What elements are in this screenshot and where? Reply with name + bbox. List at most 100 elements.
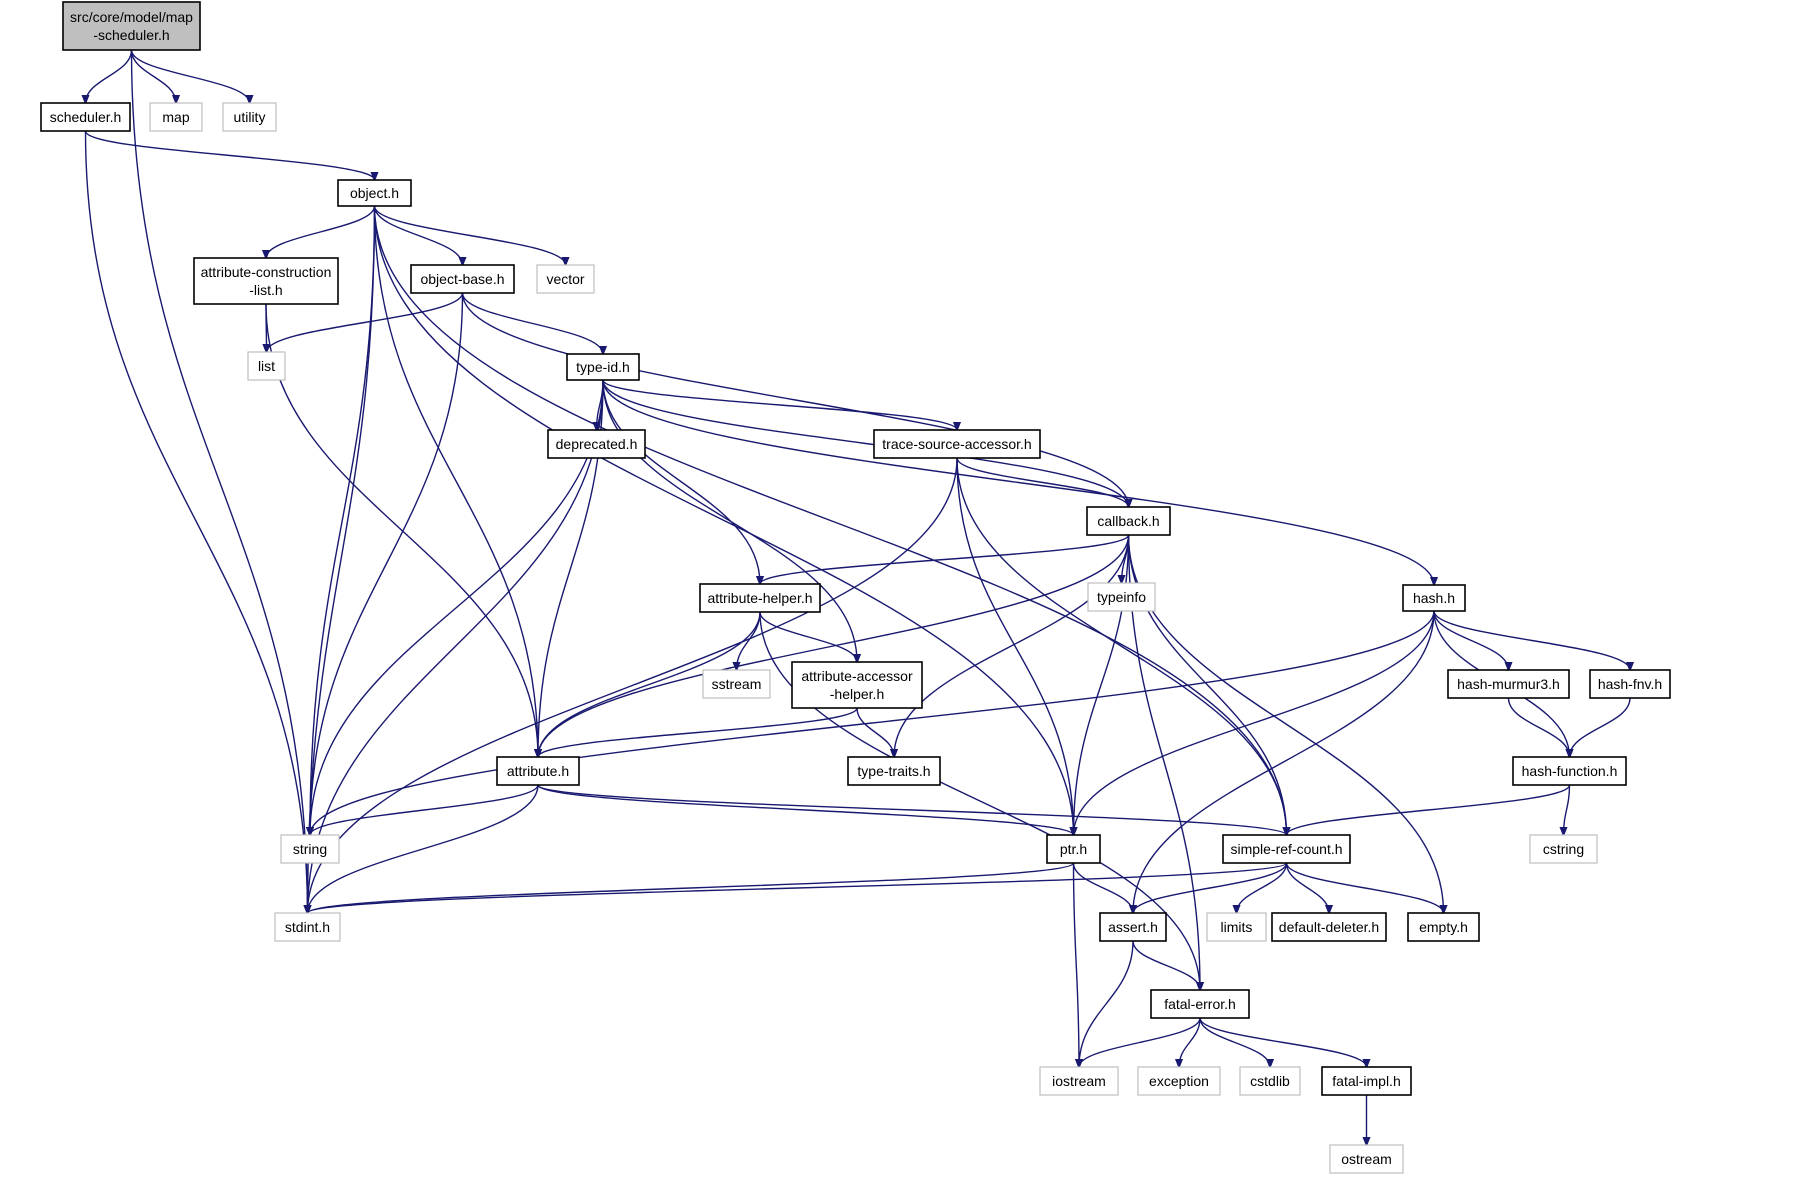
edge-hash-fnv-to-hash-function — [1570, 697, 1631, 757]
node-box-cstring — [1529, 834, 1598, 864]
node-box-deprecated — [547, 429, 646, 459]
node-label-object: object.h — [350, 185, 399, 201]
node-label-attribute-accessor-helper: attribute-accessor — [801, 668, 913, 684]
edge-hash-to-assert — [1133, 610, 1435, 913]
node-assert[interactable]: assert.h — [1099, 912, 1167, 942]
node-box-map-scheduler — [62, 1, 201, 51]
edge-callback-to-attribute — [538, 534, 1130, 757]
node-hash-function[interactable]: hash-function.h — [1512, 756, 1627, 786]
node-label-fatal-impl: fatal-impl.h — [1332, 1073, 1400, 1089]
node-box-fatal-error — [1150, 989, 1250, 1019]
edge-type-id-to-attribute-accessor-helper — [602, 379, 857, 662]
node-label-simple-ref-count: simple-ref-count.h — [1230, 841, 1342, 857]
node-box-object — [337, 179, 412, 207]
node-attribute[interactable]: attribute.h — [496, 756, 580, 786]
node-map: map — [149, 102, 203, 132]
node-hash[interactable]: hash.h — [1402, 584, 1466, 612]
node-label-empty: empty.h — [1419, 919, 1468, 935]
edge-object-to-ptr — [373, 205, 1074, 835]
node-label-typeinfo: typeinfo — [1097, 589, 1146, 605]
node-label-hash: hash.h — [1413, 590, 1455, 606]
node-object-base[interactable]: object-base.h — [410, 264, 515, 294]
node-default-deleter[interactable]: default-deleter.h — [1271, 912, 1387, 942]
edge-simple-ref-count-to-stdint — [308, 862, 1288, 913]
node-label-attr-construction-list: -list.h — [249, 282, 282, 298]
edge-object-base-to-type-id — [461, 292, 604, 354]
node-deprecated[interactable]: deprecated.h — [547, 429, 646, 459]
node-sstream: sstream — [702, 669, 771, 699]
node-cstring: cstring — [1529, 834, 1598, 864]
edge-type-id-to-trace-source-accessor — [602, 379, 957, 430]
node-cstdlib: cstdlib — [1239, 1066, 1301, 1096]
node-label-cstdlib: cstdlib — [1250, 1073, 1290, 1089]
node-attribute-accessor-helper[interactable]: attribute-accessor-helper.h — [791, 661, 923, 709]
node-label-stdint: stdint.h — [285, 919, 330, 935]
node-box-callback — [1086, 506, 1171, 536]
edge-attribute-to-ptr — [537, 784, 1074, 835]
node-type-traits[interactable]: type-traits.h — [847, 756, 941, 786]
node-box-empty — [1407, 912, 1480, 942]
node-label-object-base: object-base.h — [420, 271, 504, 287]
node-box-attribute-accessor-helper — [791, 661, 923, 709]
node-label-utility: utility — [234, 109, 266, 125]
edge-attribute-helper-to-attribute-accessor-helper — [759, 611, 857, 662]
edge-map-scheduler-to-stdint — [130, 49, 308, 913]
node-trace-source-accessor[interactable]: trace-source-accessor.h — [873, 429, 1041, 459]
node-fatal-impl[interactable]: fatal-impl.h — [1321, 1066, 1412, 1096]
edge-object-base-to-string — [310, 292, 464, 835]
node-fatal-error[interactable]: fatal-error.h — [1150, 989, 1250, 1019]
edge-object-to-object-base — [373, 205, 463, 265]
node-scheduler[interactable]: scheduler.h — [40, 102, 131, 132]
node-box-string — [280, 834, 340, 864]
edge-callback-to-attribute-helper — [760, 534, 1130, 584]
node-label-exception: exception — [1149, 1073, 1209, 1089]
edge-trace-source-accessor-to-ptr — [956, 457, 1074, 835]
node-label-string: string — [293, 841, 327, 857]
edge-scheduler-to-object — [84, 130, 375, 180]
node-box-assert — [1099, 912, 1167, 942]
node-box-limits — [1206, 912, 1267, 942]
edge-attribute-accessor-helper-to-attribute — [538, 707, 858, 757]
edge-attr-construction-list-to-attribute — [265, 303, 538, 757]
edge-layer — [84, 49, 1631, 1145]
node-object[interactable]: object.h — [337, 179, 412, 207]
node-box-hash-function — [1512, 756, 1627, 786]
edge-trace-source-accessor-to-callback — [956, 457, 1129, 507]
edge-scheduler-to-stdint — [84, 130, 308, 913]
node-hash-murmur3[interactable]: hash-murmur3.h — [1447, 669, 1570, 699]
node-box-ptr — [1046, 834, 1101, 864]
node-box-utility — [222, 102, 277, 132]
node-label-assert: assert.h — [1108, 919, 1158, 935]
node-attr-construction-list[interactable]: attribute-construction-list.h — [193, 257, 339, 305]
node-box-stdint — [274, 912, 341, 942]
edge-trace-source-accessor-to-stdint — [308, 457, 958, 913]
node-label-ptr: ptr.h — [1060, 841, 1087, 857]
node-simple-ref-count[interactable]: simple-ref-count.h — [1222, 834, 1351, 864]
node-ptr[interactable]: ptr.h — [1046, 834, 1101, 864]
node-attribute-helper[interactable]: attribute-helper.h — [699, 583, 821, 613]
edge-hash-function-to-simple-ref-count — [1287, 784, 1571, 835]
node-label-hash-function: hash-function.h — [1522, 763, 1618, 779]
node-limits: limits — [1206, 912, 1267, 942]
node-empty[interactable]: empty.h — [1407, 912, 1480, 942]
node-box-hash-murmur3 — [1447, 669, 1570, 699]
node-box-trace-source-accessor — [873, 429, 1041, 459]
node-hash-fnv[interactable]: hash-fnv.h — [1589, 669, 1671, 699]
node-label-limits: limits — [1221, 919, 1253, 935]
node-stdint: stdint.h — [274, 912, 341, 942]
edge-fatal-error-to-fatal-impl — [1199, 1017, 1367, 1067]
node-box-type-id — [566, 353, 640, 381]
node-label-map: map — [162, 109, 189, 125]
node-box-attribute — [496, 756, 580, 786]
node-label-vector: vector — [546, 271, 584, 287]
node-list: list — [247, 351, 286, 381]
node-map-scheduler[interactable]: src/core/model/map-scheduler.h — [62, 1, 201, 51]
node-label-list: list — [258, 358, 275, 374]
node-type-id[interactable]: type-id.h — [566, 353, 640, 381]
node-label-type-id: type-id.h — [576, 359, 630, 375]
edge-type-id-to-attribute-helper — [602, 379, 760, 584]
node-box-iostream — [1039, 1066, 1119, 1096]
node-label-sstream: sstream — [712, 676, 762, 692]
node-box-exception — [1137, 1066, 1221, 1096]
node-callback[interactable]: callback.h — [1086, 506, 1171, 536]
